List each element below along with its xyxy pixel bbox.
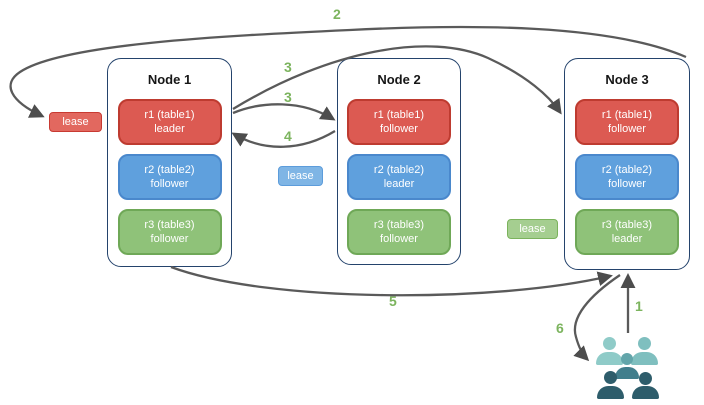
step-label-3a: 3 xyxy=(284,59,292,75)
replica-role: follower xyxy=(608,123,646,135)
person-icon xyxy=(638,337,651,350)
arrow-step5-node1-to-node3 xyxy=(170,265,613,297)
node-2-replica-r3: r3 (table3) follower xyxy=(347,209,451,255)
person-icon xyxy=(631,352,658,365)
person-icon xyxy=(603,337,616,350)
person-icon xyxy=(596,352,623,365)
person-icon xyxy=(621,353,633,365)
node-3: Node 3 r1 (table1) follower r2 (table2) … xyxy=(564,58,690,270)
replica-range: r1 (table1) xyxy=(373,108,425,121)
replica-role: follower xyxy=(608,178,646,190)
replica-role: leader xyxy=(383,178,415,190)
node-3-title: Node 3 xyxy=(605,72,649,87)
replica-range: r1 (table1) xyxy=(144,108,195,121)
node-3-replica-r2: r2 (table2) follower xyxy=(575,154,679,200)
step-label-4: 4 xyxy=(284,128,292,144)
node-1-replica-r1: r1 (table1) leader xyxy=(117,99,222,145)
replica-role: leader xyxy=(154,123,185,135)
node-3-replica-r1: r1 (table1) follower xyxy=(575,99,679,145)
replica-range: r3 (table3) xyxy=(144,218,195,231)
replica-role: leader xyxy=(611,233,643,245)
replica-role: follower xyxy=(380,123,418,135)
node-2-replica-r2: r2 (table2) leader xyxy=(347,154,451,200)
replica-range: r3 (table3) xyxy=(373,218,425,231)
person-icon xyxy=(604,371,617,384)
node-1-replica-r3: r3 (table3) follower xyxy=(117,209,222,255)
node-1-replica-r2: r2 (table2) follower xyxy=(117,154,222,200)
replica-range: r2 (table2) xyxy=(144,163,195,176)
step-label-3b: 3 xyxy=(284,89,292,105)
step-label-5: 5 xyxy=(389,293,397,309)
step-label-1: 1 xyxy=(635,298,643,314)
node-2-title: Node 2 xyxy=(377,72,421,87)
replica-role: follower xyxy=(150,233,189,245)
replica-range: r2 (table2) xyxy=(373,163,425,176)
users-group-icon xyxy=(596,334,662,399)
replica-range: r3 (table3) xyxy=(601,218,653,231)
node-2: Node 2 r1 (table1) follower r2 (table2) … xyxy=(337,58,461,265)
step-label-6: 6 xyxy=(556,320,564,336)
step-label-2: 2 xyxy=(333,6,341,22)
replica-range: r1 (table1) xyxy=(601,108,653,121)
node-1: Node 1 r1 (table1) leader r2 (table2) fo… xyxy=(107,58,232,267)
arrow-step3-leader-to-node2 xyxy=(232,103,336,121)
person-icon xyxy=(615,367,639,379)
node-3-replica-r3: r3 (table3) leader xyxy=(575,209,679,255)
lease-badge-table2: lease xyxy=(278,166,323,186)
replica-role: follower xyxy=(150,178,189,190)
lease-badge-table3: lease xyxy=(507,219,558,239)
person-icon xyxy=(597,386,624,399)
person-icon xyxy=(632,386,659,399)
person-icon xyxy=(639,372,652,385)
node-2-replica-r1: r1 (table1) follower xyxy=(347,99,451,145)
lease-badge-table1: lease xyxy=(49,112,102,132)
replica-role: follower xyxy=(380,233,418,245)
node-1-title: Node 1 xyxy=(147,72,192,87)
replica-range: r2 (table2) xyxy=(601,163,653,176)
